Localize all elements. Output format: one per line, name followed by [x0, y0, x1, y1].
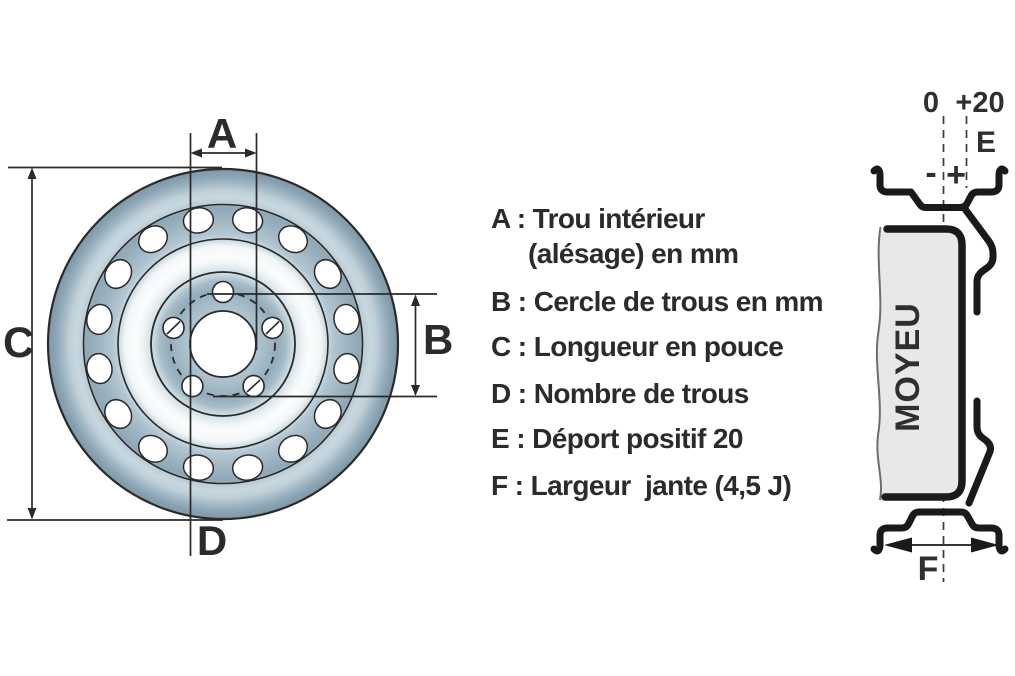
dim-f-arrow	[884, 537, 999, 553]
legend-line-f: F : Largeur jante (4,5 J)	[491, 470, 792, 501]
bolt-hole	[181, 374, 204, 398]
vent-hole	[86, 352, 113, 385]
dimension-arrowheads	[27, 148, 420, 520]
hub-moyeu-label: MOYEU	[889, 302, 927, 432]
wheel-front-view-diagram: A B C D	[3, 110, 453, 564]
legend-line-c: C : Longueur en pouce	[491, 331, 784, 362]
vent-ring-outer-circle	[82, 203, 364, 485]
legend-line-a2: (alésage) en mm	[528, 238, 739, 269]
hub-outline	[881, 225, 966, 501]
vent-hole	[277, 225, 309, 254]
vent-hole	[137, 225, 169, 254]
wheel-front-view	[46, 167, 400, 521]
minus-sign-label: -	[925, 154, 936, 192]
vent-hole	[104, 258, 133, 290]
dim-label-e: E	[976, 126, 996, 159]
rim-cross-section-diagram: 0 +20 E - + MOYEU F	[870, 87, 1009, 588]
dimension-lines	[7, 133, 437, 556]
vent-hole	[137, 434, 169, 463]
legend-line-b: B : Cercle de trous en mm	[491, 286, 824, 317]
rim-bottom-profile	[870, 508, 1009, 555]
legend-line-d: D : Nombre de trous	[491, 378, 749, 409]
plus-sign-label: +	[946, 156, 966, 194]
vent-hole	[333, 352, 360, 385]
dim-label-a: A	[207, 110, 237, 157]
legend-line-e: E : Déport positif 20	[491, 423, 743, 454]
disc-top-attachment	[961, 205, 997, 316]
disc-bottom-attachment	[965, 397, 994, 507]
center-bore	[189, 310, 257, 378]
vent-hole	[86, 303, 113, 336]
vent-hole	[313, 258, 342, 290]
offset-plus20-label: +20	[955, 87, 1004, 119]
vent-hole	[313, 398, 342, 430]
legend-line-a: A : Trou intérieur	[491, 203, 705, 234]
dim-label-d: D	[197, 517, 227, 564]
bolt-hole	[211, 280, 235, 304]
vent-hole	[231, 454, 264, 481]
hub-wavy-left-edge	[875, 226, 883, 501]
hub-fill	[877, 231, 959, 495]
hub-circle	[150, 271, 296, 417]
vent-hole	[231, 207, 264, 234]
vent-ring-inner-circle	[117, 238, 329, 450]
vent-hole	[333, 303, 360, 336]
dim-label-b: B	[423, 316, 453, 363]
dim-label-f: F	[918, 550, 939, 588]
rim-top-profile	[870, 165, 1009, 211]
bolt-hole-ticks	[166, 320, 280, 393]
vent-hole	[104, 398, 133, 430]
offset-zero-label: 0	[923, 87, 939, 119]
dim-label-c: C	[3, 319, 34, 367]
vent-hole	[277, 434, 309, 463]
